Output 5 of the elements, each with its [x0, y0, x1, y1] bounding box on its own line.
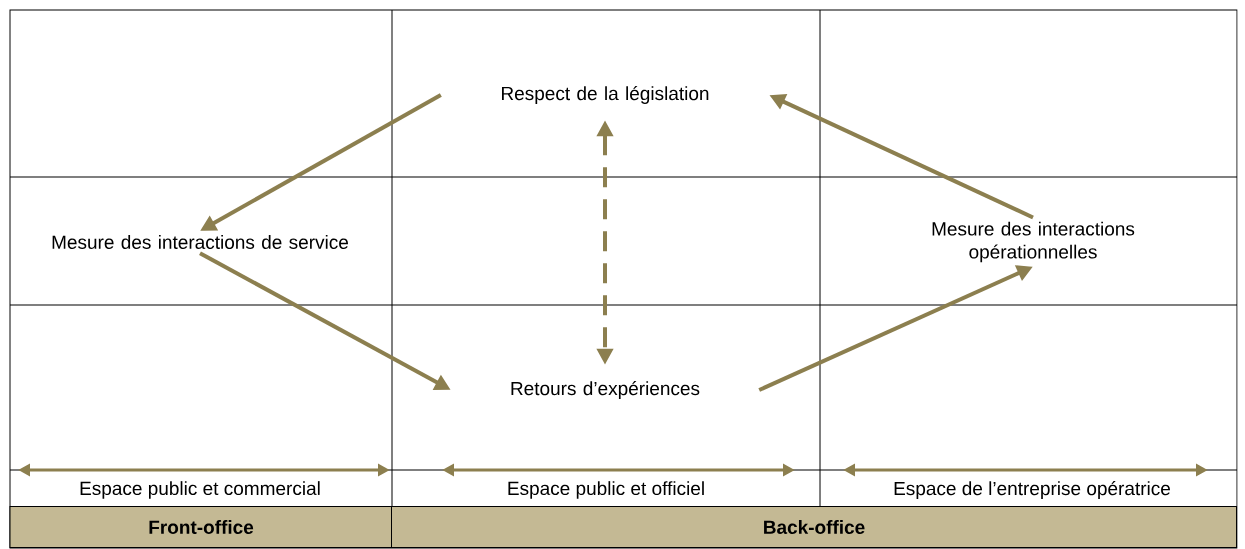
header-cell: Front-office [9, 506, 393, 548]
label-text: Mesure des interactions opérationnelles [932, 221, 1135, 263]
label-text: Retours d’expériences [511, 381, 700, 399]
label-text: Mesure des interactions de service [52, 235, 348, 249]
label-text: Respect de la législation [502, 86, 709, 104]
